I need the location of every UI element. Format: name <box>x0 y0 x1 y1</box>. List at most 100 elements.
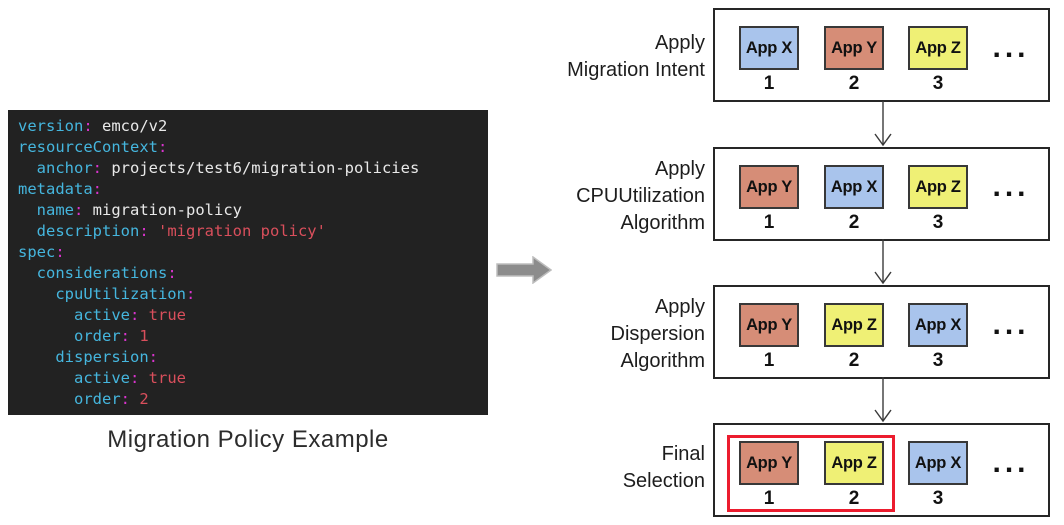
code-line: anchor: projects/test6/migration-policie… <box>18 158 482 179</box>
rank-number: 1 <box>763 350 775 371</box>
code-token: order <box>18 327 121 345</box>
app-slot: App Y 1 <box>739 165 799 234</box>
code-token: active <box>18 369 130 387</box>
code-token: : <box>55 243 65 261</box>
rank-number: 3 <box>932 488 944 509</box>
app-slot: App Y 1 <box>739 303 799 372</box>
app-box: App X <box>908 441 968 485</box>
rank-number: 2 <box>848 212 860 233</box>
rank-number: 2 <box>848 73 860 94</box>
code-line: name: migration-policy <box>18 200 482 221</box>
code-line: active: true <box>18 305 482 326</box>
code-line: description: 'migration policy' <box>18 221 482 242</box>
code-token: name <box>18 201 74 219</box>
stage-box: App Y 1 App Z 2 App X 3... <box>713 423 1050 517</box>
code-line: cpuUtilization: <box>18 284 482 305</box>
app-slot: App Z 2 <box>824 441 884 510</box>
code-line: dispersion: <box>18 347 482 368</box>
stage-label-line: Final <box>661 443 705 465</box>
stage-label-line: Apply <box>654 158 705 180</box>
rank-number: 3 <box>932 350 944 371</box>
code-token: description <box>18 222 140 240</box>
rank-number: 3 <box>932 73 944 94</box>
app-box: App Z <box>908 165 968 209</box>
code-token: active <box>18 306 130 324</box>
code-token: : <box>120 390 130 408</box>
app-slot: App Z 3 <box>908 26 968 95</box>
app-box: App Z <box>908 26 968 70</box>
final-selection-highlight <box>727 435 895 512</box>
code-token: : <box>92 159 102 177</box>
code-caption: Migration Policy Example <box>107 426 389 453</box>
stage-label-line: Algorithm <box>620 350 705 372</box>
app-box: App X <box>824 165 884 209</box>
code-token: : <box>92 180 102 198</box>
code-token: true <box>139 369 186 387</box>
code-line: resourceContext: <box>18 137 482 158</box>
code-token: : <box>120 327 130 345</box>
app-box: App Z <box>824 441 884 485</box>
stage-label-line: Migration Intent <box>567 59 705 81</box>
stage-label-line: Selection <box>622 470 705 492</box>
code-token: : <box>83 117 93 135</box>
down-arrow-icon <box>874 101 892 147</box>
code-token: : <box>167 264 177 282</box>
stage-label-line: CPUUtilization <box>576 185 705 207</box>
down-arrow-icon <box>874 239 892 285</box>
down-arrow-icon <box>874 377 892 423</box>
app-box: App Y <box>739 303 799 347</box>
code-line: version: emco/v2 <box>18 116 482 137</box>
code-token: : <box>129 306 140 324</box>
ellipsis-dots: ... <box>992 308 1030 341</box>
app-slot: App Z 3 <box>908 165 968 234</box>
rank-number: 3 <box>932 212 944 233</box>
app-box: App Y <box>739 165 799 209</box>
code-token: anchor <box>18 159 93 177</box>
rank-number: 1 <box>763 212 775 233</box>
app-box: App Y <box>739 441 799 485</box>
code-token: version <box>18 117 84 135</box>
code-token: 'migration policy' <box>148 222 326 240</box>
code-line: spec: <box>18 242 482 263</box>
stage-label-line: Dispersion <box>610 323 705 345</box>
right-block-arrow-icon <box>496 256 552 284</box>
code-token: 2 <box>130 390 149 408</box>
code-token: : <box>148 348 158 366</box>
rank-number: 2 <box>848 488 860 509</box>
code-token: : <box>129 369 140 387</box>
app-box: App Z <box>824 303 884 347</box>
stage-label-line: Apply <box>654 296 705 318</box>
code-token: dispersion <box>18 348 149 366</box>
stage-label-line: Algorithm <box>620 212 705 234</box>
code-token: projects/test6/migration-policies <box>102 159 420 177</box>
code-token: : <box>157 138 168 156</box>
rank-number: 1 <box>763 73 775 94</box>
code-token: resourceContext <box>18 138 158 156</box>
code-token: true <box>139 306 186 324</box>
code-token: : <box>185 285 196 303</box>
code-token: 1 <box>130 327 149 345</box>
code-line: order: 2 <box>18 389 482 410</box>
stage-label-line: Apply <box>654 32 705 54</box>
app-slot: App X 3 <box>908 441 968 510</box>
code-token: : <box>139 222 149 240</box>
code-token: cpuUtilization <box>18 285 186 303</box>
ellipsis-dots: ... <box>992 446 1030 479</box>
code-token: considerations <box>18 264 168 282</box>
rank-number: 1 <box>763 488 775 509</box>
code-token: order <box>18 390 121 408</box>
app-box: App X <box>908 303 968 347</box>
code-line: active: true <box>18 368 482 389</box>
